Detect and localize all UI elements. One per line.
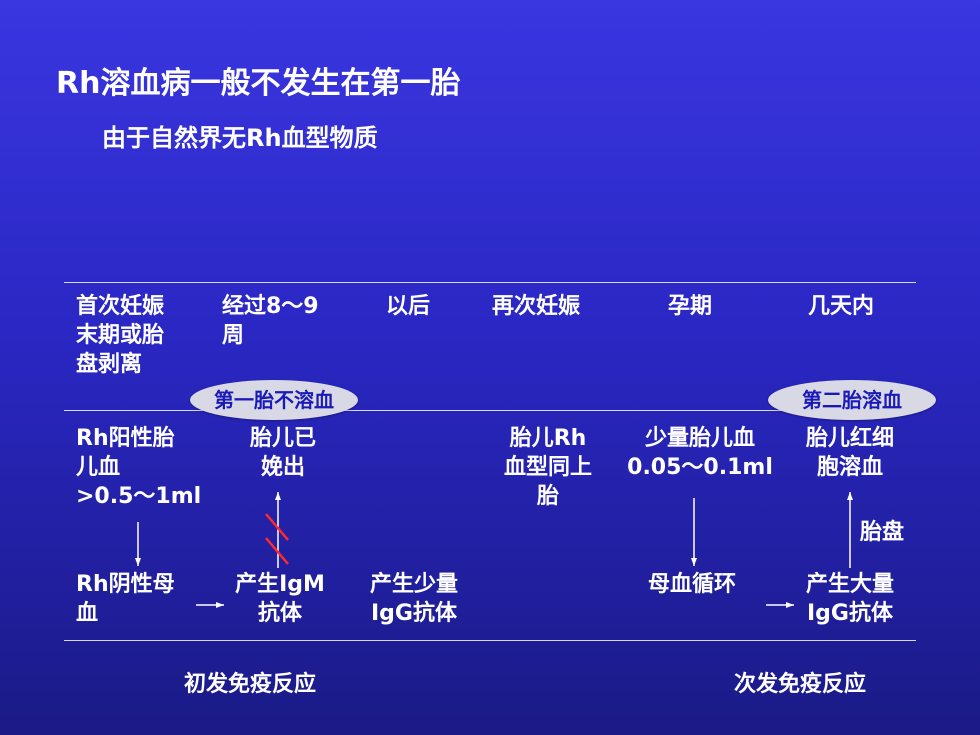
table-top-line bbox=[64, 282, 916, 283]
middle-col-1-line-3: >0.5～1ml bbox=[76, 484, 202, 509]
header-col-4: 再次妊娠 bbox=[492, 294, 581, 319]
bottom-col-6-line-1: 产生大量 bbox=[805, 572, 894, 597]
header-col-5: 孕期 bbox=[668, 294, 713, 319]
middle-col-2-line-1: 胎儿已 bbox=[249, 426, 316, 451]
secondary-immune-response-label: 次发免疫反应 bbox=[734, 672, 867, 697]
first-pregnancy-no-hemolysis-oval: 第一胎不溶血 bbox=[190, 380, 358, 420]
header-col-3: 以后 bbox=[386, 294, 431, 319]
middle-col-6-line-1: 胎儿红细 bbox=[805, 426, 894, 451]
bottom-col-1-line-1: Rh阴性母 bbox=[76, 572, 175, 597]
bottom-col-1: Rh阴性母 血 bbox=[76, 570, 175, 628]
header-col-2: 经过8～9 周 bbox=[222, 292, 319, 350]
bottom-col-6: 产生大量 IgG抗体 bbox=[790, 570, 910, 628]
bottom-col-2-line-2: 抗体 bbox=[257, 601, 302, 626]
middle-col-4: 胎儿Rh 血型同上 胎 bbox=[488, 424, 608, 511]
middle-col-1: Rh阳性胎 儿血 >0.5～1ml bbox=[76, 424, 201, 511]
slide-subtitle: 由于自然界无Rh血型物质 bbox=[102, 124, 378, 152]
placenta-label: 胎盘 bbox=[860, 520, 905, 545]
table-middle-line bbox=[64, 410, 916, 411]
middle-col-5: 少量胎儿血 0.05～0.1ml bbox=[626, 424, 774, 482]
middle-col-1-line-2: 儿血 bbox=[76, 455, 121, 480]
bottom-col-3-line-2: IgG抗体 bbox=[371, 601, 457, 626]
header-col-1-line-3: 盘剥离 bbox=[76, 352, 143, 377]
header-col-2-line-2: 周 bbox=[222, 323, 245, 348]
header-col-1: 首次妊娠 末期或胎 盘剥离 bbox=[76, 292, 164, 379]
middle-col-1-line-1: Rh阳性胎 bbox=[76, 426, 175, 451]
bottom-col-2: 产生IgM 抗体 bbox=[222, 570, 338, 628]
bottom-col-1-line-2: 血 bbox=[76, 601, 99, 626]
middle-col-2: 胎儿已 娩出 bbox=[228, 424, 338, 482]
middle-col-2-line-2: 娩出 bbox=[260, 455, 305, 480]
middle-col-4-line-2: 血型同上 bbox=[503, 455, 592, 480]
bottom-col-3-line-1: 产生少量 bbox=[369, 572, 458, 597]
block-mark-2 bbox=[265, 537, 289, 565]
middle-col-6-line-2: 胞溶血 bbox=[816, 455, 883, 480]
header-col-1-line-2: 末期或胎 bbox=[76, 323, 165, 348]
header-col-6: 几天内 bbox=[808, 294, 875, 319]
middle-col-6: 胎儿红细 胞溶血 bbox=[792, 424, 908, 482]
second-pregnancy-hemolysis-oval: 第二胎溶血 bbox=[768, 380, 936, 420]
header-col-2-line-1: 经过8～9 bbox=[222, 294, 319, 319]
bottom-col-5: 母血循环 bbox=[648, 572, 737, 597]
primary-immune-response-label: 初发免疫反应 bbox=[184, 672, 317, 697]
middle-col-4-line-3: 胎 bbox=[536, 484, 559, 509]
middle-col-4-line-1: 胎儿Rh bbox=[509, 426, 587, 451]
header-col-1-line-1: 首次妊娠 bbox=[76, 294, 165, 319]
table-bottom-line bbox=[64, 640, 916, 641]
bottom-col-6-line-2: IgG抗体 bbox=[807, 601, 893, 626]
bottom-col-2-line-1: 产生IgM bbox=[235, 572, 325, 597]
bottom-col-3: 产生少量 IgG抗体 bbox=[356, 570, 472, 628]
slide-title: Rh溶血病一般不发生在第一胎 bbox=[56, 66, 461, 101]
middle-col-5-line-1: 少量胎儿血 bbox=[644, 426, 755, 451]
middle-col-5-line-2: 0.05～0.1ml bbox=[627, 455, 773, 480]
block-mark-1 bbox=[265, 513, 289, 541]
